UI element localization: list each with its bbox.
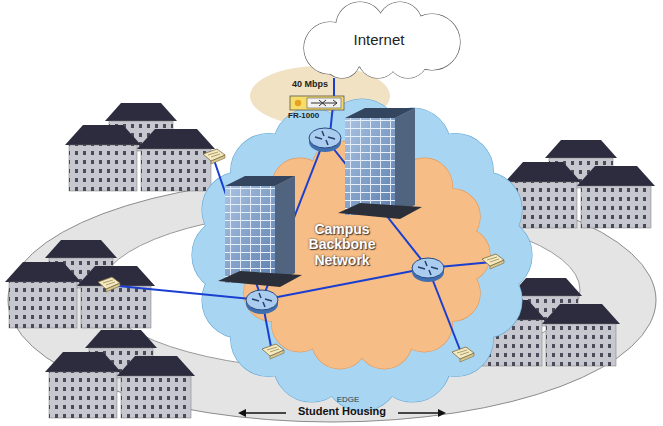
device-label: FR-1000	[288, 111, 319, 120]
houses	[505, 140, 655, 228]
bandwidth-label: 40 Mbps	[292, 79, 328, 89]
internet-cloud: Internet	[290, 2, 468, 78]
housing-label: Student Housing	[298, 405, 386, 418]
houses	[5, 240, 155, 328]
network-name: Campus Backbone Network	[292, 222, 392, 268]
campus-backbone-cloud: Campus Backbone Network	[190, 95, 535, 415]
edge-label: EDGE	[337, 395, 360, 404]
houses	[45, 330, 195, 418]
network-link	[333, 78, 335, 95]
cloud-name: Internet	[354, 32, 405, 49]
houses	[65, 103, 215, 191]
